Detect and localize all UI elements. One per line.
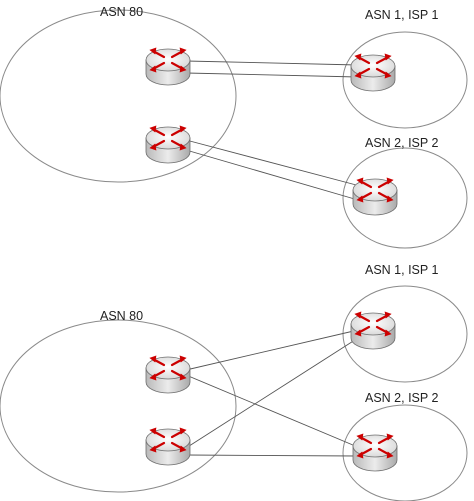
bottom-link-r2-isp1 [185,337,359,449]
top-link-isp1-b [185,72,359,78]
router-icon[interactable] [144,124,192,165]
router-icon[interactable] [351,176,399,217]
bottom-isp2-region [342,404,468,501]
router-icon[interactable] [144,46,192,87]
bottom-link-r2-isp2 [185,454,359,457]
top-asn80-region [0,9,237,183]
bottom-isp2-label: ASN 2, ISP 2 [365,391,438,405]
top-isp1-region [342,31,468,129]
router-icon[interactable] [349,310,397,351]
top-isp2-label: ASN 2, ISP 2 [365,136,438,150]
bottom-diagram: ASN 80 ASN 1, ISP 1 ASN 2, ISP 2 [0,263,468,501]
router-icon[interactable] [351,432,399,473]
bottom-isp1-region [342,285,468,383]
bottom-asn80-label: ASN 80 [100,309,143,323]
bottom-link-r1-isp2 [185,374,361,449]
router-icon[interactable] [144,426,192,467]
top-diagram: ASN 80 ASN 1, ISP 1 ASN 2, ISP 2 [0,5,468,249]
bottom-link-r1-isp1 [185,329,359,371]
top-isp1-label: ASN 1, ISP 1 [365,8,438,22]
top-asn80-label: ASN 80 [100,5,143,19]
bottom-isp1-label: ASN 1, ISP 1 [365,263,438,277]
top-link-isp2-b [185,149,359,201]
router-icon[interactable] [349,52,397,93]
top-link-isp2-a [185,139,361,187]
router-icon[interactable] [144,354,192,395]
top-isp2-region [342,147,468,249]
bottom-asn80-region [0,319,237,493]
top-link-isp1-a [185,60,359,66]
